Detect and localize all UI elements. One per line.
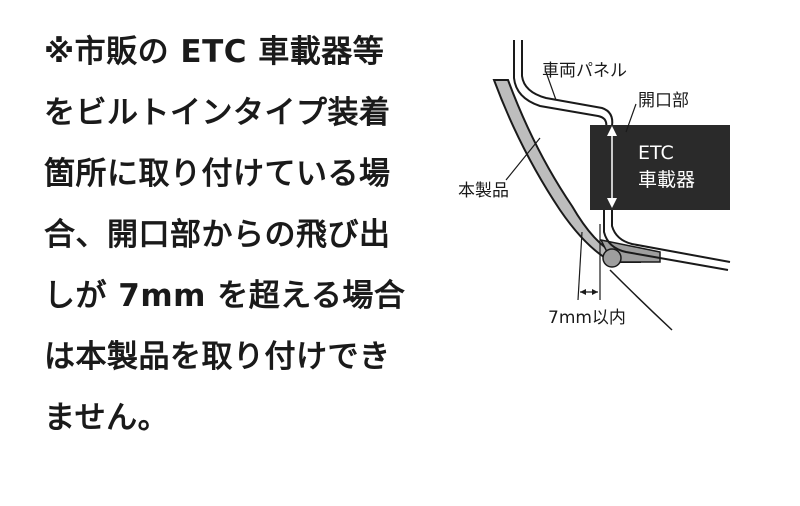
notice-text: ※市販の ETC 車載器等 をビルトインタイプ装着 箇所に取り付けている場 合、…	[44, 22, 444, 449]
notice-line: は本製品を取り付けでき	[44, 339, 391, 375]
label-vehicle-panel: 車両パネル	[542, 61, 627, 81]
label-opening: 開口部	[638, 91, 689, 111]
lower-panel	[603, 206, 731, 331]
limit-dimension	[577, 224, 601, 301]
label-product: 本製品	[458, 181, 509, 201]
opening-arrow	[607, 126, 617, 208]
label-7mm-limit: 7mm以内	[548, 308, 626, 328]
notice-line: ません。	[44, 400, 170, 436]
notice-line: 箇所に取り付けている場	[44, 156, 391, 192]
notice-line: しが 7mm を超える場合	[44, 278, 406, 314]
leader-lines	[505, 71, 637, 181]
notice-line: ※市販の ETC 車載器等	[44, 34, 385, 70]
vehicle-panel	[513, 40, 614, 129]
etc-unit: ETC 車載器	[590, 125, 730, 210]
notice-line: をビルトインタイプ装着	[44, 95, 391, 131]
product-body	[492, 79, 661, 268]
notice-line: 合、開口部からの飛び出	[44, 217, 391, 253]
etc-label-line2: 車載器	[638, 169, 695, 191]
installation-diagram: ETC 車載器 車両パネル 開口部 本製品 7mm以内	[458, 40, 731, 331]
etc-label-line1: ETC	[638, 142, 674, 164]
